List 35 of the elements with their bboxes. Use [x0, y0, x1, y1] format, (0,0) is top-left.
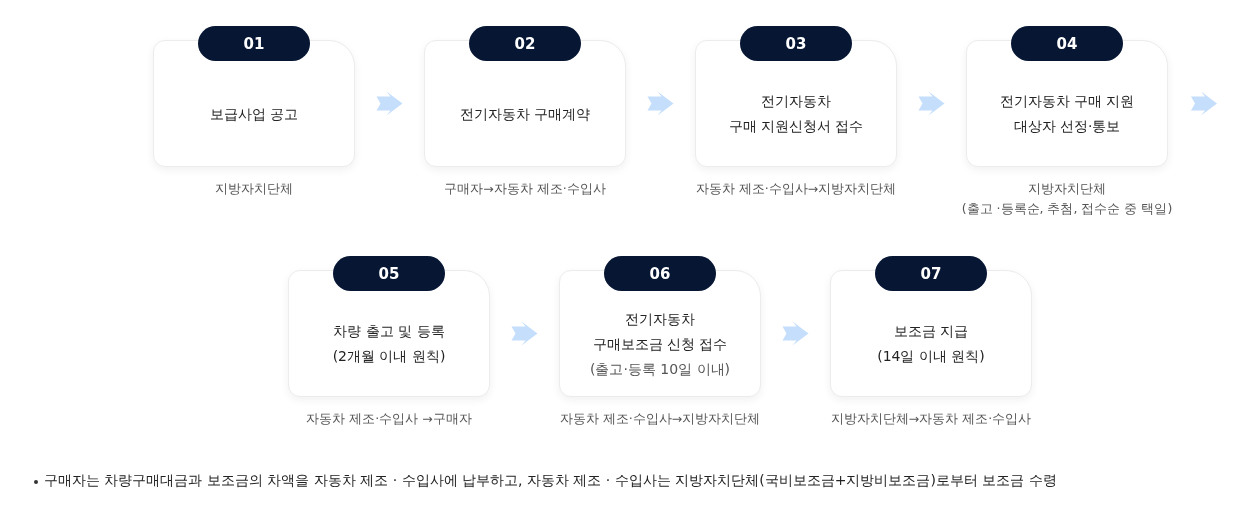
step-title: 전기자동차 구매계약: [459, 104, 591, 124]
step-number: 04: [1011, 26, 1123, 61]
flow-arrow: [511, 321, 538, 346]
flow-arrow: [782, 321, 809, 346]
step-title: 보조금 지급: [893, 322, 969, 341]
flow-arrow: [376, 91, 403, 116]
flow-arrow: [647, 91, 674, 116]
step-actor: 자동차 제조·수입사→지방자치단체: [559, 410, 761, 428]
step-actor: (출고 ·등록순, 추첨, 접수순 중 택일): [961, 200, 1173, 218]
step-text: (14일 이내 원칙): [877, 347, 985, 366]
step-text: 대상자 선정·통보: [1013, 117, 1121, 136]
step-actor: 자동차 제조·수입사 →구매자: [306, 410, 472, 428]
step-number: 01: [198, 26, 310, 61]
step-actor: 지방자치단체: [215, 180, 293, 198]
flow-arrow: [1191, 91, 1217, 116]
step-title: 차량 출고 및 등록: [333, 322, 445, 341]
step-text: 구매 지원신청서 접수: [728, 117, 864, 136]
step-number: 02: [469, 26, 581, 61]
step-title: 보급사업 공고: [209, 104, 299, 124]
step-number: 05: [333, 256, 445, 291]
footnote: 구매자는 차량구매대금과 보조금의 차액을 자동차 제조 · 수입사에 납부하고, 자동차 제조 · 수입사는 지방자치단체(국비보조금+지방비보조금)로부터 보조금 수령: [44, 472, 1057, 490]
step-number: 06: [604, 256, 716, 291]
step-text: (2개월 이내 원칙): [332, 347, 446, 366]
flow-arrow: [918, 91, 945, 116]
step-title: 전기자동차 구매 지원: [999, 92, 1135, 111]
step-number: 07: [875, 256, 987, 291]
step-title: 전기자동차: [761, 92, 831, 111]
step-title: 전기자동차: [625, 309, 695, 329]
step-text: 구매보조금 신청 접수: [592, 334, 728, 354]
step-actor: 지방자치단체→자동차 제조·수입사: [830, 410, 1032, 428]
step-number: 03: [740, 26, 852, 61]
step-actor: 자동차 제조·수입사→지방자치단체: [695, 180, 897, 198]
step-actor: 지방자치단체: [1028, 180, 1106, 198]
step-text: (출고·등록 10일 이내): [589, 359, 731, 379]
step-actor: 구매자→자동차 제조·수입사: [444, 180, 606, 198]
